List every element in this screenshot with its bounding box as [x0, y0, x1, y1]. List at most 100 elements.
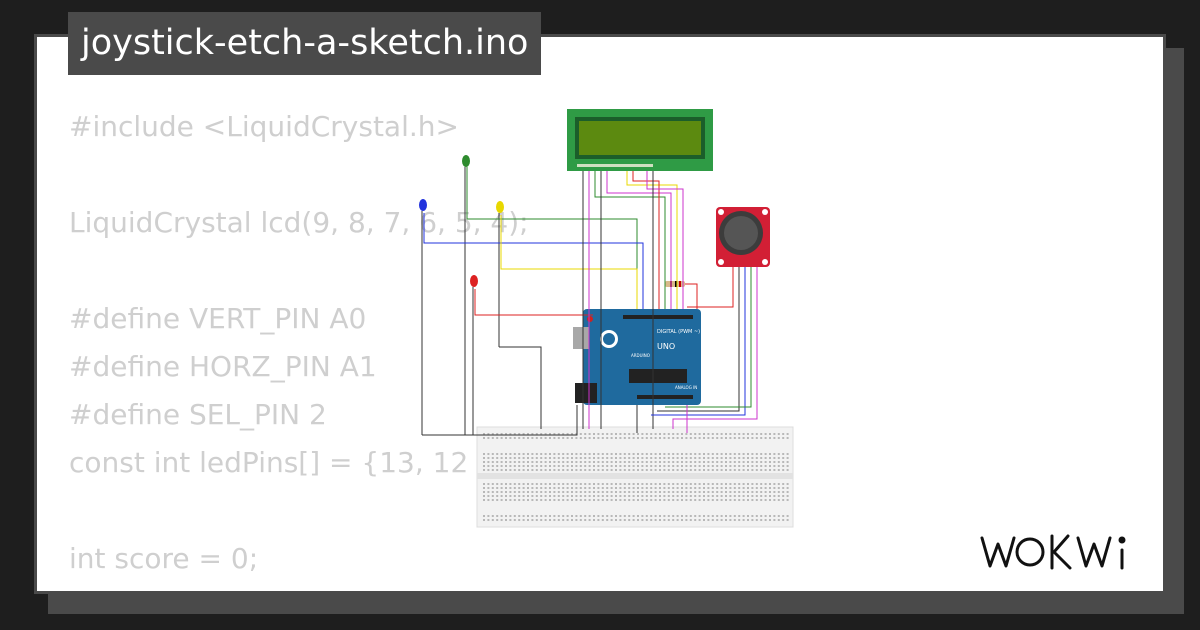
breadboard-hole	[733, 433, 736, 435]
breadboard-hole	[588, 487, 591, 489]
breadboard-hole	[729, 495, 732, 497]
breadboard-hole	[716, 433, 719, 435]
breadboard-hole	[676, 457, 679, 459]
breadboard-hole	[557, 461, 560, 463]
breadboard-hole	[566, 457, 569, 459]
breadboard-hole	[518, 437, 521, 439]
breadboard-hole	[747, 491, 749, 493]
breadboard-hole	[483, 461, 485, 463]
breadboard-hole	[720, 515, 723, 517]
breadboard-hole	[676, 461, 679, 463]
breadboard-hole	[729, 433, 732, 435]
breadboard-hole	[645, 453, 648, 455]
breadboard-hole	[733, 453, 736, 455]
breadboard-hole	[615, 437, 617, 439]
breadboard-hole	[505, 487, 507, 489]
breadboard-hole	[663, 499, 666, 501]
breadboard-hole	[711, 457, 714, 459]
breadboard-hole	[579, 465, 582, 467]
breadboard-hole	[742, 461, 745, 463]
breadboard-hole	[500, 499, 503, 501]
breadboard-hole	[597, 483, 600, 485]
breadboard-hole	[632, 457, 635, 459]
breadboard-hole	[703, 457, 705, 459]
breadboard-hole	[584, 453, 587, 455]
breadboard-hole	[491, 465, 494, 467]
breadboard-hole	[755, 469, 758, 471]
breadboard-hole	[606, 499, 609, 501]
breadboard-hole	[619, 483, 622, 485]
breadboard-hole	[553, 495, 556, 497]
breadboard-hole	[588, 437, 591, 439]
breadboard-hole	[769, 465, 771, 467]
breadboard-hole	[535, 483, 538, 485]
breadboard-hole	[505, 453, 507, 455]
breadboard-hole	[689, 469, 692, 471]
breadboard-hole	[566, 519, 569, 521]
breadboard-hole	[571, 499, 573, 501]
breadboard-hole	[676, 433, 679, 435]
breadboard-hole	[509, 457, 512, 459]
breadboard-hole	[557, 465, 560, 467]
breadboard-hole	[584, 495, 587, 497]
breadboard-hole	[610, 499, 613, 501]
breadboard-hole	[500, 433, 503, 435]
breadboard-hole	[601, 519, 604, 521]
breadboard-hole	[663, 495, 666, 497]
breadboard-hole	[527, 461, 529, 463]
breadboard-hole	[518, 465, 521, 467]
breadboard-hole	[786, 469, 789, 471]
breadboard-hole	[584, 519, 587, 521]
breadboard-hole	[667, 469, 670, 471]
breadboard-hole	[491, 437, 494, 439]
breadboard-hole	[689, 465, 692, 467]
breadboard-hole	[650, 433, 653, 435]
breadboard-hole	[588, 469, 591, 471]
breadboard-hole	[571, 491, 573, 493]
breadboard-hole	[579, 453, 582, 455]
breadboard-hole	[659, 453, 661, 455]
breadboard-hole	[487, 499, 490, 501]
breadboard-hole	[729, 515, 732, 517]
breadboard-hole	[747, 487, 749, 489]
breadboard-hole	[513, 437, 516, 439]
breadboard-hole	[725, 461, 727, 463]
breadboard-hole	[597, 453, 600, 455]
breadboard-hole	[725, 487, 727, 489]
breadboard-hole	[663, 515, 666, 517]
breadboard-hole	[711, 433, 714, 435]
breadboard-hole	[509, 437, 512, 439]
breadboard-hole	[588, 491, 591, 493]
breadboard-hole	[676, 495, 679, 497]
breadboard-hole	[769, 499, 771, 501]
breadboard-hole	[698, 469, 701, 471]
breadboard-hole	[681, 487, 683, 489]
breadboard-hole	[676, 519, 679, 521]
breadboard-hole	[522, 515, 525, 517]
breadboard-hole	[694, 437, 697, 439]
breadboard-hole	[667, 465, 670, 467]
breadboard-hole	[720, 519, 723, 521]
breadboard-hole	[689, 433, 692, 435]
breadboard-hole	[720, 495, 723, 497]
breadboard-hole	[685, 515, 688, 517]
breadboard-hole	[707, 469, 710, 471]
breadboard-hole	[522, 465, 525, 467]
breadboard-hole	[707, 491, 710, 493]
breadboard-hole	[738, 495, 741, 497]
breadboard-hole	[694, 457, 697, 459]
breadboard-hole	[601, 515, 604, 517]
breadboard-hole	[720, 437, 723, 439]
breadboard-hole	[769, 487, 771, 489]
breadboard-hole	[681, 519, 683, 521]
breadboard-hole	[562, 433, 565, 435]
breadboard-hole	[549, 469, 551, 471]
breadboard-hole	[738, 433, 741, 435]
breadboard-hole	[509, 483, 512, 485]
breadboard-hole	[663, 433, 666, 435]
breadboard-hole	[694, 483, 697, 485]
breadboard-hole	[606, 491, 609, 493]
breadboard-hole	[491, 491, 494, 493]
breadboard-hole	[760, 453, 763, 455]
breadboard-hole	[742, 457, 745, 459]
